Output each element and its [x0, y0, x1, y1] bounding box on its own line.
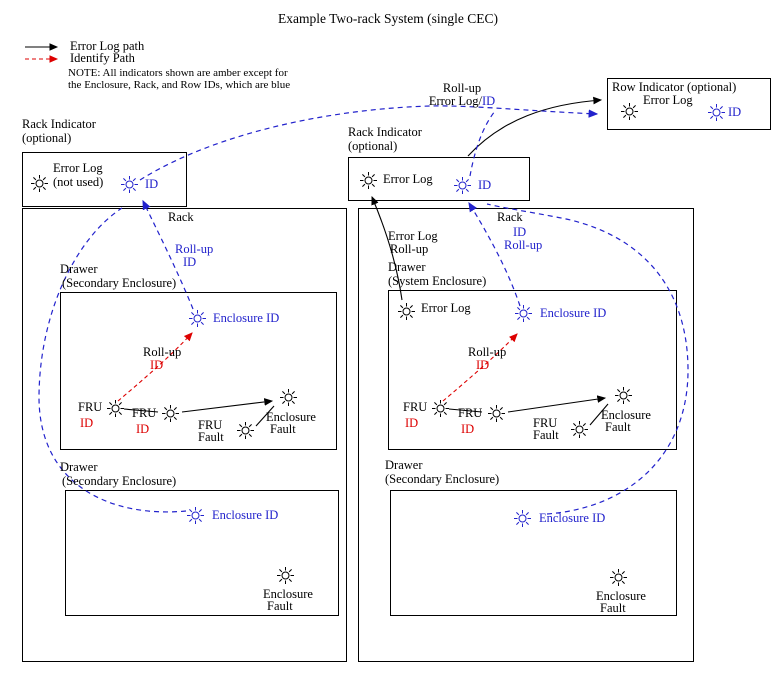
right-drawer1-error-log-indicator-icon — [397, 302, 416, 321]
left-drawer2-enclosure-id-indicator-icon — [186, 506, 205, 525]
right-fru-fault-line2: Fault — [533, 428, 559, 442]
left-fru-fault-line2: Fault — [198, 430, 224, 444]
row-id-indicator-icon — [707, 103, 726, 122]
left-drawer2-box — [65, 490, 339, 616]
right-fru-fault-indicator-icon — [570, 420, 589, 439]
legend-note-line2: the Enclosure, Rack, and Row IDs, which … — [68, 79, 291, 91]
right-drawer1-enclosure-fault-line2: Fault — [605, 420, 631, 434]
left-rack-id-indicator-icon — [120, 175, 139, 194]
left-drawer1-enclosure-fault-line1: Enclosure — [266, 410, 316, 424]
left-rack-error-log-label: Error Log — [53, 161, 103, 175]
left-rack-indicator-title-line2: (optional) — [22, 131, 72, 145]
row-id-label: ID — [728, 105, 742, 119]
right-rack-indicator-title-line2: (optional) — [348, 139, 398, 153]
right-rack-error-log-indicator-icon — [359, 171, 378, 190]
rollup-top-line1: Roll-up — [442, 81, 482, 95]
left-drawer1-rollup-line2: ID — [150, 358, 164, 372]
left-drawer1-title-line1: Drawer — [60, 262, 98, 276]
left-fru1-label: FRU — [78, 400, 103, 414]
right-drawer1-title-line1: Drawer — [388, 260, 426, 274]
legend-identify-label: Identify Path — [70, 51, 135, 65]
left-fru-fault-indicator-icon — [236, 421, 255, 440]
left-drawer1-enclosure-id-indicator-icon — [188, 309, 207, 328]
left-drawer1-enclosure-fault-indicator-icon — [279, 388, 298, 407]
left-rack-not-used-label: (not used) — [53, 175, 104, 189]
right-drawer2-title-line1: Drawer — [385, 458, 423, 472]
row-indicator-title: Row Indicator (optional) — [612, 80, 737, 94]
right-rack-indicator-title-line1: Rack Indicator — [348, 125, 422, 139]
left-drawer2-enclosure-fault-line2: Fault — [267, 599, 293, 613]
right-drawer2-title-line2: (Secondary Enclosure) — [385, 472, 500, 486]
left-drawer1-enclosure-id-label: Enclosure ID — [213, 311, 280, 325]
right-drawer2-enclosure-id-label: Enclosure ID — [539, 511, 606, 525]
legend-error-log-label: Error Log path — [70, 39, 145, 53]
left-fru2-id-label: ID — [136, 422, 150, 436]
left-drawer2-title-line2: (Secondary Enclosure) — [62, 474, 177, 488]
right-id-rollup-line2: Roll-up — [504, 238, 543, 252]
right-drawer1-enclosure-id-indicator-icon — [514, 304, 533, 323]
right-drawer1-enclosure-fault-indicator-icon — [614, 386, 633, 405]
rack-to-row-error-log-arrow — [467, 96, 603, 157]
right-fru1-id-label: ID — [405, 416, 419, 430]
row-error-log-label: Error Log — [643, 93, 693, 107]
right-rack-id-indicator-icon — [453, 176, 472, 195]
left-drawer2-enclosure-fault-indicator-icon — [276, 566, 295, 585]
legend-note-line1: NOTE: All indicators shown are amber exc… — [68, 67, 288, 79]
left-fru-fault-line1: FRU — [198, 418, 223, 432]
right-drawer2-enclosure-fault-indicator-icon — [609, 568, 628, 587]
left-drawer2-enclosure-id-label: Enclosure ID — [212, 508, 279, 522]
right-drawer1-error-log-label: Error Log — [421, 301, 471, 315]
right-fru2-id-label: ID — [461, 422, 475, 436]
right-rack-label: Rack — [497, 210, 523, 224]
right-fru1-indicator-icon — [431, 399, 450, 418]
row-indicator-box — [607, 78, 771, 130]
left-rack-error-log-indicator-icon — [30, 174, 49, 193]
page-title: Example Two-rack System (single CEC) — [277, 11, 498, 26]
right-fru1-label: FRU — [403, 400, 428, 414]
left-rollup-id-line2: ID — [183, 255, 197, 269]
left-fru1-indicator-icon — [106, 399, 125, 418]
row-error-log-indicator-icon — [620, 102, 639, 121]
left-rack-indicator-title-line1: Rack Indicator — [22, 117, 96, 131]
right-fru2-label: FRU — [458, 406, 483, 420]
rollup-top-errorlog: Error Log/ — [428, 94, 482, 108]
left-fru2-label: FRU — [132, 406, 157, 420]
rollup-top-id: ID — [481, 94, 496, 108]
right-rack-error-log-label: Error Log — [383, 172, 433, 186]
left-fru2-indicator-icon — [161, 404, 180, 423]
left-drawer1-enclosure-fault-line2: Fault — [270, 422, 296, 436]
left-rack-id-label: ID — [145, 177, 159, 191]
left-drawer1-title-line2: (Secondary Enclosure) — [62, 276, 177, 290]
right-fru2-indicator-icon — [487, 404, 506, 423]
right-drawer1-enclosure-id-label: Enclosure ID — [540, 306, 607, 320]
right-drawer1-title-line2: (System Enclosure) — [388, 274, 487, 288]
right-error-log-rollup-line2: Roll-up — [390, 242, 429, 256]
left-drawer2-enclosure-fault-line1: Enclosure — [263, 587, 313, 601]
right-drawer2-enclosure-fault-line2: Fault — [600, 601, 626, 615]
right-rack-id-label: ID — [478, 178, 492, 192]
rollup-top-line2: Error Log/ID — [403, 95, 521, 108]
right-drawer2-enclosure-id-indicator-icon — [513, 509, 532, 528]
right-drawer2-enclosure-fault-line1: Enclosure — [596, 589, 646, 603]
left-drawer2-title-line1: Drawer — [60, 460, 98, 474]
left-fru1-id-label: ID — [80, 416, 94, 430]
rollup-top-label: Roll-up Error Log/ID — [403, 82, 521, 108]
right-drawer1-rollup-line2: ID — [476, 358, 490, 372]
left-rack-label: Rack — [168, 210, 194, 224]
